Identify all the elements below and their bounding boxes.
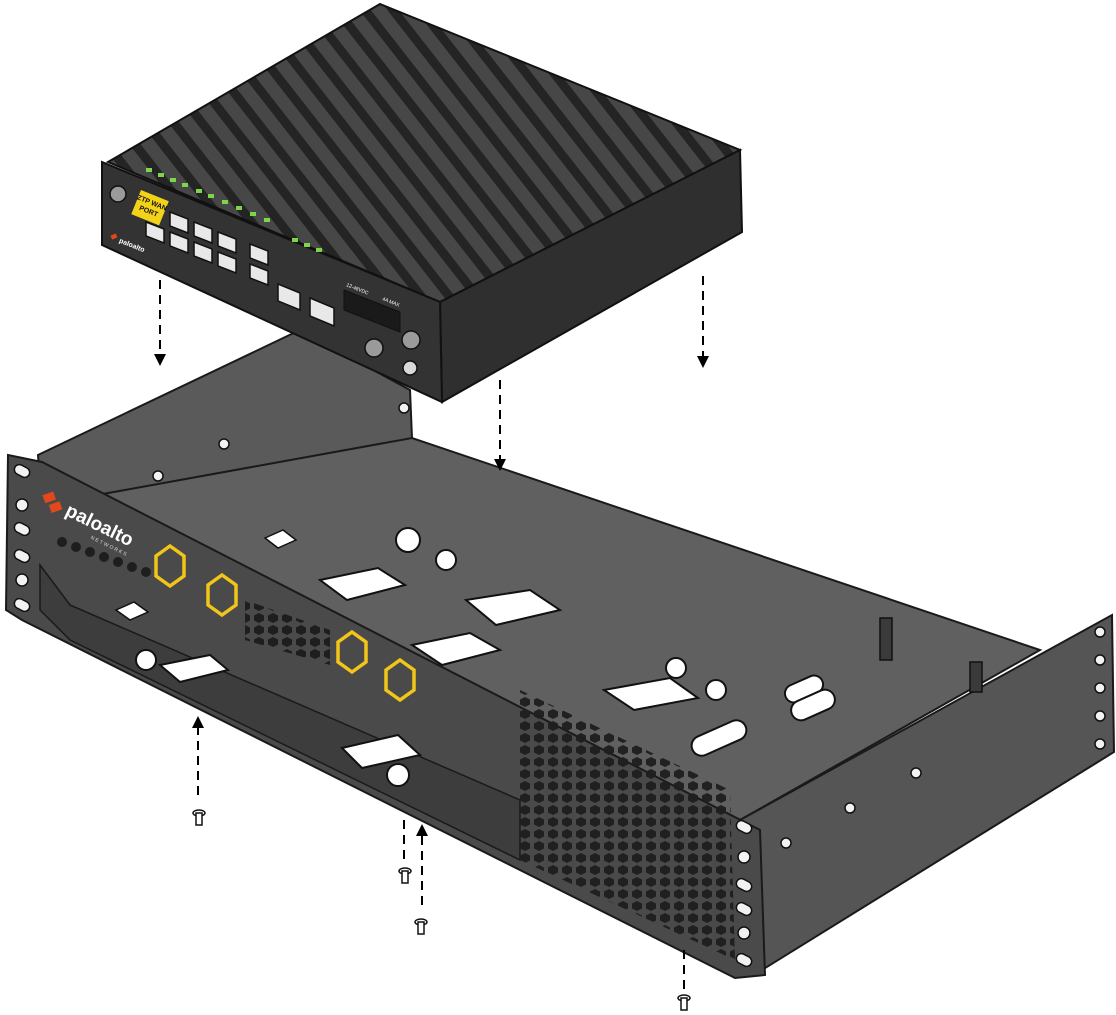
rack-ear-holes-right (735, 819, 753, 968)
status-leds (146, 168, 322, 252)
assembly-arrows (154, 276, 709, 992)
front-vent-grille (520, 690, 735, 960)
tray-floor-cutouts (135, 527, 836, 787)
mounting-screws (192, 809, 691, 1011)
front-vent-grille-small (245, 600, 330, 665)
rack-ear-holes-left (13, 463, 31, 613)
screw-4 (677, 994, 691, 1011)
screw-2 (398, 867, 412, 884)
tray-tab-2 (114, 601, 150, 621)
front-panel-dot-row (57, 537, 151, 577)
ethernet-ports (145, 210, 335, 328)
rack-ear-holes-far-right (1094, 626, 1106, 750)
ztp-wan-port-label: ZTP WAN PORT (131, 190, 169, 226)
yellow-grommets (154, 543, 416, 703)
antenna-connectors (109, 185, 421, 376)
firewall-device: ZTP WAN PORT paloalto (101, 2, 744, 404)
mounting-tray: paloalto NETWORKS (4, 328, 1116, 980)
tray-clip-2 (969, 661, 983, 693)
screw-3 (414, 918, 428, 935)
side-wall-holes (152, 402, 922, 849)
tray-clip-1 (879, 617, 893, 661)
screw-1 (192, 809, 206, 826)
tray-tab-1 (263, 529, 298, 549)
